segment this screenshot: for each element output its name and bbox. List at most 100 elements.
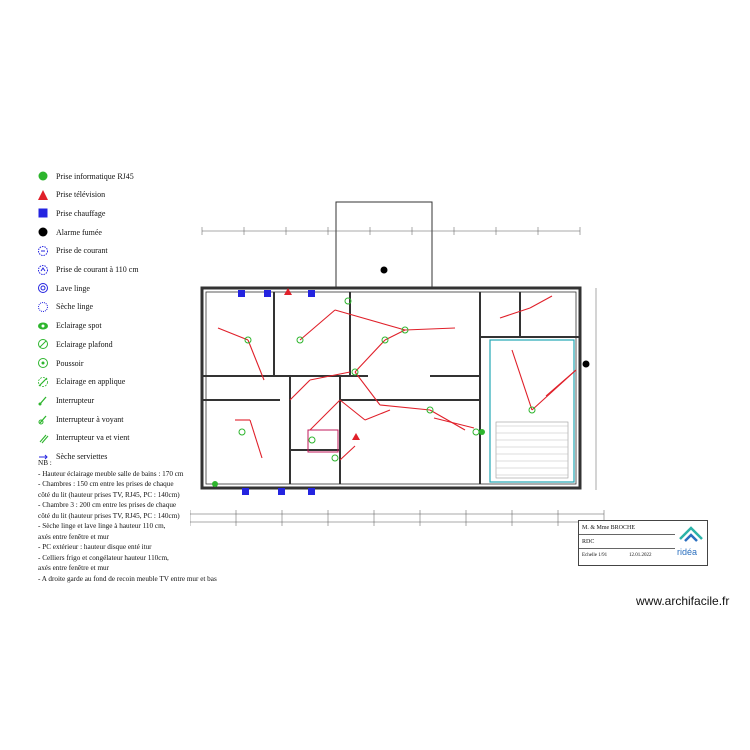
light-point-icon [401,326,409,334]
rj45-outlet-icon [212,481,218,487]
legend-item: Eclairage en applique [36,374,125,390]
electrical-wire [354,371,381,406]
legend-item: Poussoir [36,355,84,371]
watermark: www.archifacile.fr [636,594,730,608]
light-point-icon [308,436,316,444]
smoke-alarm-icon [582,360,590,368]
electrical-wire [404,327,456,331]
note-line: axés entre fenêtre et mur [38,564,110,572]
switch-icon [36,393,50,407]
tv-outlet-icon [352,433,360,440]
light-point-icon [528,406,536,414]
push-button-icon [36,356,50,370]
note-line: axés entre fenêtre et mur [38,532,110,541]
wall-light-icon [36,375,50,389]
level-label: RDC [582,539,595,545]
legend-label: Sèche serviettes [56,452,108,461]
legend-item: Interrupteur [36,392,94,408]
heater-outlet-icon [308,488,315,495]
note-line: NB : [38,459,52,467]
electrical-wire [364,409,391,421]
legend-label: Prise de courant [56,246,108,256]
legend-label: Prise chauffage [56,208,106,218]
power-outlet-110-icon [36,263,50,277]
electrical-wire [247,339,265,381]
notes-block: NB :- Hauteur éclairage meuble salle de … [38,458,217,584]
legend-label: Alarme fumée [56,227,102,237]
electrical-wire [334,309,406,331]
heater-outlet-icon [36,206,50,220]
brand-name: ridéa [677,547,698,557]
legend-label: Prise de courant à 110 cm [56,265,139,274]
legend-item: Interrupteur à voyant [36,411,124,427]
light-point-icon [296,336,304,344]
legend-item: Prise de courant [36,243,108,259]
note-line: - Chambre 3 : 200 cm entre les prises de… [38,501,177,509]
rj45-outlet-icon [36,169,50,183]
light-point-icon [344,297,352,305]
legend-item: Eclairage spot [36,318,102,334]
exterior-wall [200,286,582,490]
garage-door [495,421,569,479]
electrical-wire [249,419,263,459]
legend-label: Lave linge [56,283,90,293]
note-line: - Chambres : 150 cm entre les prises de … [38,480,174,488]
exterior-wall-inner [205,291,577,485]
note-line: côté du lit (hauteur prises TV, RJ45, PC… [38,511,180,520]
electrical-wire [384,329,406,341]
legend-item: Sèche serviettes [36,449,107,465]
note-line: - PC extérieur : hauteur disque enté itu… [38,543,152,551]
ceiling-light-icon [36,337,50,351]
light-point-icon [426,406,434,414]
legend-label: Interrupteur va et vient [56,433,130,443]
floor-plan [190,201,605,526]
legend-label: Poussoir [56,358,84,368]
terrace-outline [335,201,433,289]
legend-label: Eclairage plafond [56,339,113,349]
electrical-wire [511,349,533,411]
electrical-wire [529,295,553,309]
legend-label: Interrupteur [56,395,95,405]
legend-label: Interrupteur à voyant [56,414,124,424]
light-point-icon [331,454,339,462]
legend-label: Eclairage spot [56,321,102,331]
light-point-icon [238,428,246,436]
tv-outlet-icon [36,188,50,202]
smoke-alarm-icon [36,225,50,239]
electrical-wire [217,327,249,341]
legend-label: Sèche linge [56,302,94,312]
legend-label: Eclairage en applique [56,377,126,387]
legend-item: Eclairage plafond [36,336,113,352]
legend-item: Prise informatique RJ45 [36,168,134,184]
brand-logo-icon [679,526,703,542]
electrical-wire [309,399,341,431]
electrical-wire [433,417,475,429]
light-point-icon [472,428,480,436]
electrical-wire [499,307,531,319]
electrical-wire [354,339,386,373]
legend-item: Lave linge [36,280,90,296]
title-block: M. & Mme BROCHE RDC Echelle 1/91 12.01.2… [578,520,708,566]
heater-outlet-icon [264,290,271,297]
rj45-outlet-icon [479,429,485,435]
client-name: M. & Mme BROCHE [582,525,636,531]
legend-item: Alarme fumée [36,224,102,240]
legend-item: Prise de courant à 110 cm [36,262,139,278]
two-way-switch-icon [36,431,50,445]
garage-outline [489,339,575,483]
light-point-icon [244,336,252,344]
electrical-wire [309,371,351,381]
power-outlet-icon [36,244,50,258]
note-line: - Sèche linge et lave linge à hauteur 11… [38,522,166,530]
indicator-switch-icon [36,412,50,426]
towel-dryer-icon [36,450,50,464]
note-line: - Celliers frigo et congélateur hauteur … [38,553,169,562]
electrical-wire [339,445,356,461]
legend-label: Prise informatique RJ45 [56,171,134,181]
legend-item: Sèche linge [36,299,93,315]
dryer-icon [36,300,50,314]
light-point-icon [381,336,389,344]
scale-label: Echelle 1/91 [582,553,608,558]
electrical-wire [545,369,577,397]
electrical-wire [289,379,311,401]
